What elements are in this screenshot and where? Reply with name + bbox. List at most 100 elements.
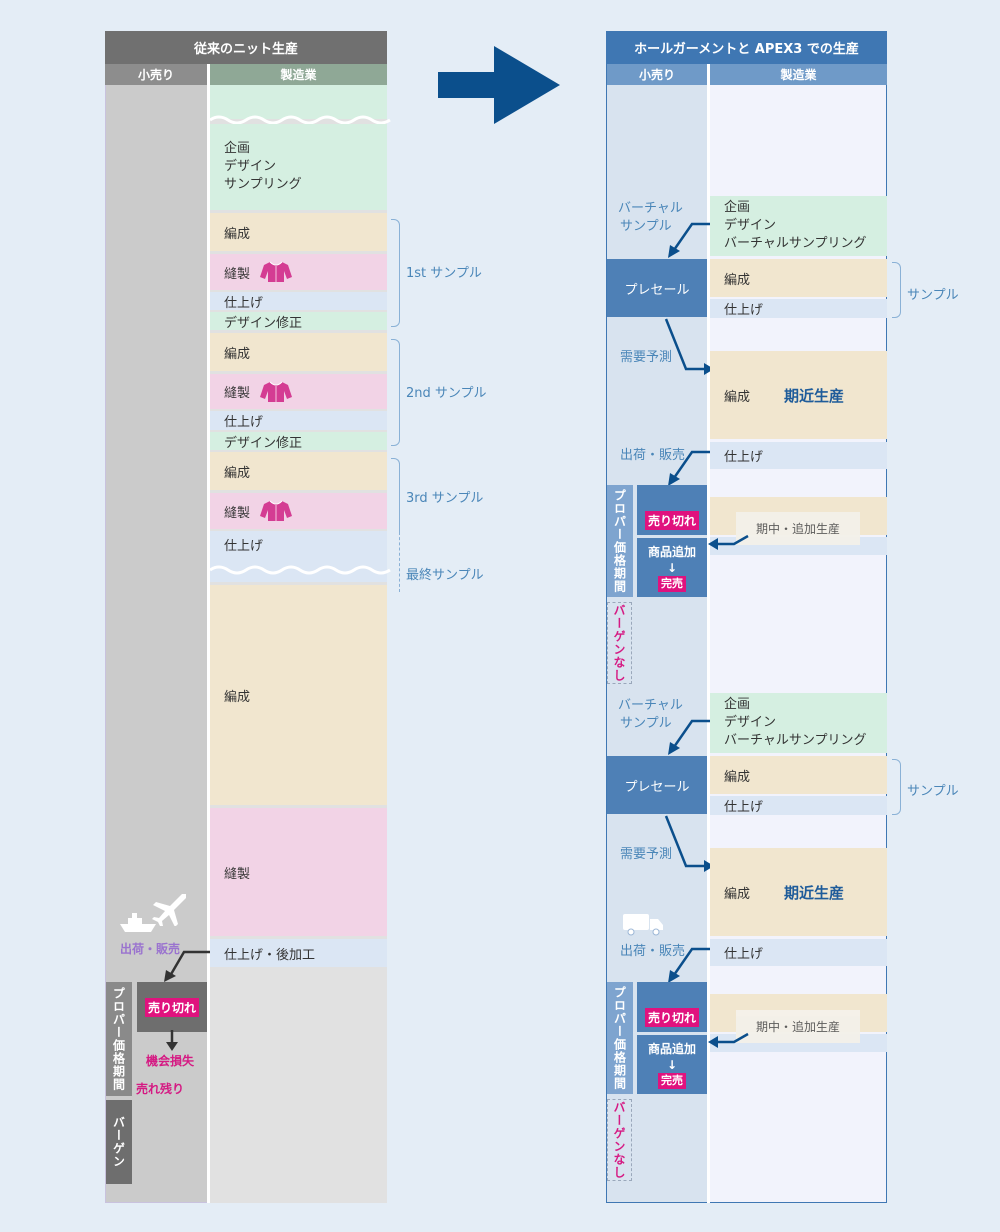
right-knit-sample-1: 編成 bbox=[710, 259, 887, 297]
right-arrow-ship-1 bbox=[668, 450, 710, 486]
left-finish-2-label: 仕上げ bbox=[224, 415, 264, 430]
right-midterm-add-2: 期中・追加生産 bbox=[736, 1010, 860, 1043]
left-sew-2: 縫製 bbox=[210, 374, 387, 409]
right-knit-prod-1: 編成 期近生産 bbox=[710, 351, 887, 439]
left-col-mfg: 製造業 bbox=[210, 64, 387, 85]
left-sew-prod: 縫製 bbox=[210, 808, 387, 936]
left-sample-final: 最終サンプル bbox=[406, 568, 484, 583]
right-complete-2: 完売 bbox=[658, 1072, 686, 1089]
right-plan-2-line2: デザイン bbox=[724, 715, 777, 730]
right-bracket-1 bbox=[892, 262, 901, 318]
left-plan-line-2: デザイン bbox=[224, 159, 277, 174]
left-sew-2-label: 縫製 bbox=[224, 386, 251, 401]
left-finish-post-label: 仕上げ・後加工 bbox=[224, 947, 316, 963]
left-sample-2nd: 2nd サンプル bbox=[406, 386, 487, 401]
left-fix-2: デザイン修正 bbox=[210, 432, 387, 451]
right-virtual-sample-2: バーチャル サンプル bbox=[618, 697, 683, 733]
left-finish-1-label: 仕上げ bbox=[224, 295, 264, 311]
left-bracket-2 bbox=[391, 339, 400, 446]
right-midterm-add-1: 期中・追加生産 bbox=[736, 512, 860, 545]
sweater-icon bbox=[260, 500, 293, 521]
down-arrow-icon: ↓ bbox=[666, 560, 678, 575]
left-knit-prod: 編成 bbox=[210, 585, 387, 805]
right-plan-1-line1: 企画 bbox=[724, 200, 751, 215]
left-finish-3-label: 仕上げ bbox=[224, 539, 264, 554]
truck-icon bbox=[623, 914, 663, 936]
right-demand-forecast-1: 需要予測 bbox=[620, 350, 673, 365]
right-sample-2: サンプル bbox=[907, 784, 959, 799]
right-arrow-add-2 bbox=[708, 1032, 749, 1048]
right-finish-prod-2: 仕上げ bbox=[710, 939, 887, 966]
right-block-plan-1: 企画 デザイン バーチャルサンプリング bbox=[710, 196, 887, 256]
right-arrow-ship-2 bbox=[668, 947, 710, 983]
left-knit-3: 編成 bbox=[210, 452, 387, 490]
right-near-term-2: 期近生産 bbox=[784, 883, 845, 902]
right-ship-sell-1: 出荷・販売 bbox=[620, 448, 686, 463]
left-bracket-3-dash bbox=[391, 532, 400, 592]
left-title: 従来のニット生産 bbox=[105, 31, 387, 64]
right-demand-forecast-2: 需要予測 bbox=[620, 847, 673, 862]
left-finish-2: 仕上げ bbox=[210, 411, 387, 430]
right-knit-sample-2-label: 編成 bbox=[724, 769, 751, 785]
right-no-bargain-1: バーゲンなし bbox=[607, 602, 632, 684]
left-finish-post: 仕上げ・後加工 bbox=[210, 939, 387, 967]
left-knit-1-label: 編成 bbox=[224, 226, 251, 242]
left-sew-prod-label: 縫製 bbox=[224, 866, 251, 882]
right-finish-sample-2: 仕上げ bbox=[710, 796, 887, 815]
left-proper-period: プロパー価格期間 bbox=[106, 982, 132, 1096]
right-arrow-forecast-1 bbox=[664, 318, 714, 375]
sweater-icon bbox=[260, 261, 293, 282]
right-sample-1: サンプル bbox=[907, 288, 959, 303]
left-soldout-box: 売り切れ bbox=[137, 982, 207, 1032]
left-knit-1: 編成 bbox=[210, 213, 387, 251]
left-plan-line-3: サンプリング bbox=[224, 177, 302, 192]
right-virtual-sample-1-line1: バーチャル bbox=[618, 201, 683, 216]
right-knit-sample-1-label: 編成 bbox=[724, 272, 751, 288]
right-complete-1: 完売 bbox=[658, 575, 686, 592]
right-block-plan-2: 企画 デザイン バーチャルサンプリング bbox=[710, 693, 887, 753]
right-knit-sample-2: 編成 bbox=[710, 756, 887, 794]
left-lost-opportunity: 機会損失 bbox=[146, 1054, 195, 1068]
right-add-box-2: 商品追加 ↓ 完売 bbox=[637, 1035, 707, 1094]
left-knit-2-label: 編成 bbox=[224, 346, 251, 362]
right-plan-2-line3: バーチャルサンプリング bbox=[724, 733, 867, 748]
right-finish-sample-2-label: 仕上げ bbox=[724, 800, 764, 815]
airplane-icon bbox=[152, 894, 186, 926]
right-virtual-sample-2-line2: サンプル bbox=[620, 716, 672, 731]
right-presale-2: プレセール bbox=[607, 756, 707, 814]
right-finish-prod-2-label: 仕上げ bbox=[724, 947, 764, 962]
right-sold-out-2: 売り切れ bbox=[644, 1007, 699, 1027]
left-sew-1-label: 縫製 bbox=[224, 266, 251, 282]
left-col-retail: 小売り bbox=[105, 64, 207, 85]
right-knit-prod-1-label: 編成 bbox=[724, 389, 751, 405]
left-sample-3rd: 3rd サンプル bbox=[406, 491, 484, 506]
sweater-icon bbox=[260, 381, 293, 402]
right-col-mfg: 製造業 bbox=[710, 64, 887, 85]
left-sew-1: 縫製 bbox=[210, 254, 387, 290]
left-knit-prod-label: 編成 bbox=[224, 689, 251, 705]
right-divider bbox=[707, 64, 710, 1203]
right-sold-out-1: 売り切れ bbox=[644, 510, 699, 530]
left-bargain: バーゲン bbox=[106, 1100, 132, 1184]
left-down-arrow bbox=[166, 1030, 178, 1051]
left-sew-3-label: 縫製 bbox=[224, 505, 251, 521]
right-knit-prod-2: 編成 期近生産 bbox=[710, 848, 887, 936]
right-soldout-box-1: 売り切れ bbox=[637, 485, 707, 535]
right-arrow-virtual-1 bbox=[668, 222, 710, 258]
right-soldout-box-2: 売り切れ bbox=[637, 982, 707, 1032]
left-plan-line-1: 企画 bbox=[224, 141, 251, 156]
left-unsold: 売れ残り bbox=[136, 1082, 185, 1096]
left-ship-sell: 出荷・販売 bbox=[120, 942, 181, 956]
ship-icon bbox=[120, 913, 156, 932]
right-title: ホールガーメントと APEX3 での生産 bbox=[606, 31, 887, 64]
right-proper-period-1: プロパー価格期間 bbox=[607, 485, 633, 597]
left-sew-3: 縫製 bbox=[210, 493, 387, 529]
left-wave-mid bbox=[210, 565, 391, 575]
left-knit-2: 編成 bbox=[210, 333, 387, 371]
right-proper-period-2: プロパー価格期間 bbox=[607, 982, 633, 1094]
right-presale-1: プレセール bbox=[607, 259, 707, 317]
right-plan-1-line2: デザイン bbox=[724, 218, 777, 233]
right-add-box-1: 商品追加 ↓ 完売 bbox=[637, 538, 707, 597]
left-block-plan: 企画 デザイン サンプリング bbox=[210, 124, 387, 210]
right-finish-sample-1: 仕上げ bbox=[710, 299, 887, 318]
